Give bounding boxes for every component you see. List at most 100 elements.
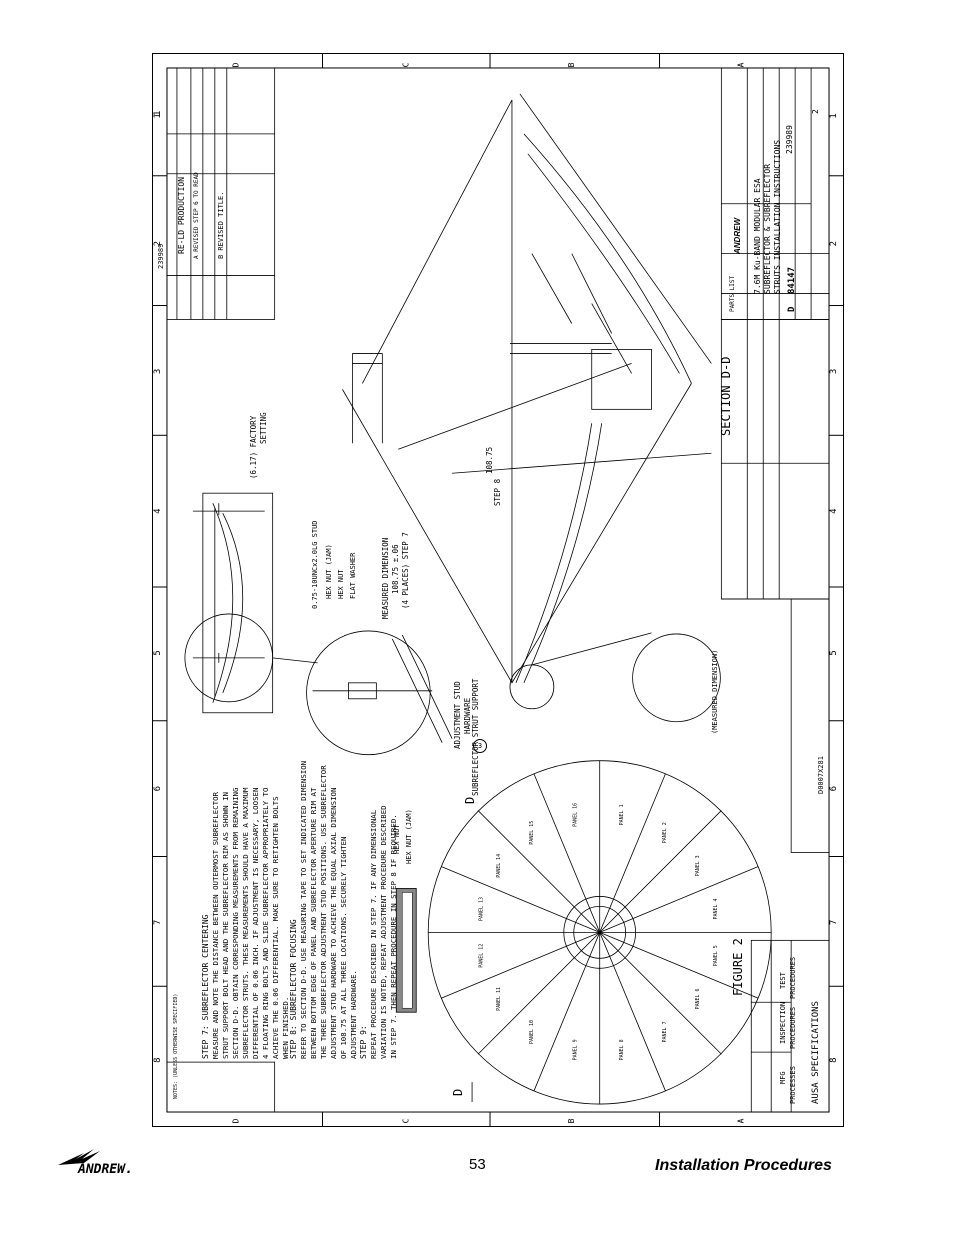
measured-dimension-places: (4 PLACES) STEP 7 bbox=[401, 532, 410, 609]
zone-number-right-2: 2 bbox=[829, 241, 839, 246]
zone-number-right-7: 7 bbox=[829, 920, 839, 925]
spec-inspection: INSPECTION bbox=[779, 1001, 787, 1044]
section-dd-view bbox=[342, 93, 721, 723]
zone-number-right-8: 8 bbox=[829, 1057, 839, 1062]
panel-label-14: PANEL 14 bbox=[496, 854, 502, 878]
balloon-3: 3 bbox=[473, 739, 487, 753]
factory-setting-label: SETTING bbox=[259, 412, 268, 444]
spec-procedures-2: PROCEDURES bbox=[789, 956, 797, 999]
zone-number-left-6: 6 bbox=[153, 786, 163, 791]
measured-dimension-value: 108.75 ±.06 bbox=[391, 544, 400, 594]
panel-label-4: PANEL 4 bbox=[713, 899, 719, 920]
step8-dimension-label: STEP 8 bbox=[493, 478, 502, 506]
revision-block bbox=[166, 67, 276, 320]
title-block bbox=[720, 67, 830, 1113]
panel-label-9: PANEL 9 bbox=[572, 1039, 578, 1060]
spec-test: TEST bbox=[779, 972, 787, 989]
spec-mfg: MFG bbox=[779, 1071, 787, 1084]
revision-line-2: A REVISED STEP 6 TO READ bbox=[193, 172, 200, 259]
dimension-108: 108.75 bbox=[485, 446, 494, 474]
step7-title: STEP 7: SUBREFLECTOR CENTERING bbox=[201, 914, 210, 1060]
flat-washer-label: FLAT WASHER bbox=[349, 552, 357, 599]
panel-label-7: PANEL 7 bbox=[662, 1021, 668, 1042]
zone-number-left-4: 4 bbox=[153, 508, 163, 513]
zone-letter-A-top: A bbox=[736, 62, 745, 67]
panel-label-15: PANEL 15 bbox=[529, 821, 535, 845]
zone-number-left-1: 1 bbox=[153, 113, 163, 118]
notes-header: NOTES: (UNLESS OTHERWISE SPECIFIED) bbox=[173, 993, 179, 1099]
title-line-2: SUBREFLECTOR & SUBREFLECTOR bbox=[763, 163, 772, 294]
panel-label-13: PANEL 13 bbox=[478, 897, 484, 921]
footer-section-title: Installation Procedures bbox=[655, 1157, 832, 1174]
step9-title: STEP 9: bbox=[359, 1025, 368, 1059]
subreflector-strut-support: SUBREFLECTOR STRUT SUPPORT bbox=[471, 678, 480, 796]
panel-label-3: PANEL 3 bbox=[695, 855, 701, 876]
drawing-number: 84147 bbox=[787, 266, 797, 294]
andrew-logo-text: ANDREW. bbox=[77, 1162, 133, 1177]
zone-number-left-8: 8 bbox=[153, 1057, 163, 1062]
ausa-specifications: AUSA SPECIFICATIONS bbox=[811, 1001, 821, 1104]
zone-number-right-1: 1 bbox=[829, 113, 839, 118]
revision-line-1: RE-LD PRODUCTION bbox=[177, 176, 186, 254]
zone-number-right-6: 6 bbox=[829, 786, 839, 791]
zone-letter-D-top: D bbox=[232, 62, 241, 67]
panel-label-16: PANEL 16 bbox=[572, 803, 578, 827]
panel-label-8: PANEL 8 bbox=[619, 1039, 625, 1060]
panel-label-2: PANEL 2 bbox=[662, 822, 668, 843]
zone-letter-B-bottom: B bbox=[567, 1118, 576, 1123]
measured-dimension-label: MEASURED DIMENSION bbox=[381, 537, 390, 619]
zone-number-left-7: 7 bbox=[153, 920, 163, 925]
panel-label-1: PANEL 1 bbox=[619, 804, 625, 825]
andrew-logo: ANDREW. bbox=[58, 1149, 133, 1177]
panel-label-6: PANEL 6 bbox=[695, 988, 701, 1009]
subreflector-detail bbox=[184, 492, 274, 714]
zone-number-left-3: 3 bbox=[153, 369, 163, 374]
step7-text: MEASURE AND NOTE THE DISTANCE BETWEEN OU… bbox=[211, 787, 290, 1059]
revision-doc: 239989 bbox=[157, 243, 165, 269]
zone-letter-C-bottom: C bbox=[401, 1118, 410, 1123]
company-logo: ANDREW bbox=[733, 218, 742, 254]
hex-nut-fig2: HEX NUT bbox=[393, 824, 401, 854]
zone-letter-B-top: B bbox=[567, 62, 576, 67]
drawing-size: D bbox=[787, 306, 797, 312]
spec-procedures: PROCEDURES bbox=[789, 1006, 797, 1049]
zone-number-right-4: 4 bbox=[829, 508, 839, 513]
step8-title: STEP 8: SUBREFLECTOR FOCUSING bbox=[289, 919, 298, 1059]
zone-number-right-3: 3 bbox=[829, 369, 839, 374]
zone-number-1: 1 bbox=[153, 110, 163, 116]
zone-letter-C-top: C bbox=[401, 62, 410, 67]
figure-2-title: FIGURE 2 bbox=[731, 938, 745, 996]
zone-ticks bbox=[153, 54, 843, 1126]
panel-label-10: PANEL 10 bbox=[529, 1020, 535, 1044]
revision-line-3: B REVISED TITLE. bbox=[217, 191, 225, 259]
step8-text: REFER TO SECTION D-D. USE MEASURING TAPE… bbox=[299, 760, 358, 1059]
panel-label-11: PANEL 11 bbox=[496, 987, 502, 1011]
hex-nut-jam-fig2: HEX NUT (JAM) bbox=[405, 809, 413, 864]
title-line-3: STRUTS INSTALLATION INSTRUCTIONS bbox=[773, 139, 782, 294]
panel-label-12: PANEL 12 bbox=[478, 944, 484, 968]
parts-list: PARTS LIST bbox=[729, 275, 736, 312]
measured-dimension-detail: (MEASURED DIMENSION) bbox=[711, 649, 719, 734]
spec-processes: PROCESSES bbox=[789, 1066, 797, 1104]
section-marker-bottom: D bbox=[451, 1088, 465, 1096]
hex-nut-jam-label: HEX NUT (JAM) bbox=[325, 544, 333, 599]
zone-number-right-5: 5 bbox=[829, 650, 839, 655]
hardware-detail-circle bbox=[306, 630, 431, 756]
page-number: 53 bbox=[469, 1156, 486, 1173]
release-number: D0007X281 bbox=[817, 756, 825, 794]
zone-number-left-2: 2 bbox=[153, 241, 163, 246]
panel-label-5: PANEL 5 bbox=[713, 945, 719, 966]
figure-2-panel-layout bbox=[427, 760, 772, 1105]
factory-setting-value: (6.17) FACTORY bbox=[249, 415, 258, 479]
zone-number-left-5: 5 bbox=[153, 650, 163, 655]
stud-label: 0.75-10UNCx2.0LG STUD bbox=[311, 520, 319, 609]
zone-letter-A-bottom: A bbox=[736, 1118, 745, 1123]
section-marker-top: D bbox=[463, 796, 477, 804]
sheet-rev: 2 bbox=[811, 109, 820, 114]
zone-letter-D-bottom: D bbox=[232, 1118, 241, 1123]
adjustment-stud-label: ADJUSTMENT STUD bbox=[453, 681, 462, 749]
title-line-1: 7.6M Ku-BAND MODULAR ESA bbox=[753, 178, 762, 294]
section-dd-title: SECTION D-D bbox=[719, 356, 733, 436]
